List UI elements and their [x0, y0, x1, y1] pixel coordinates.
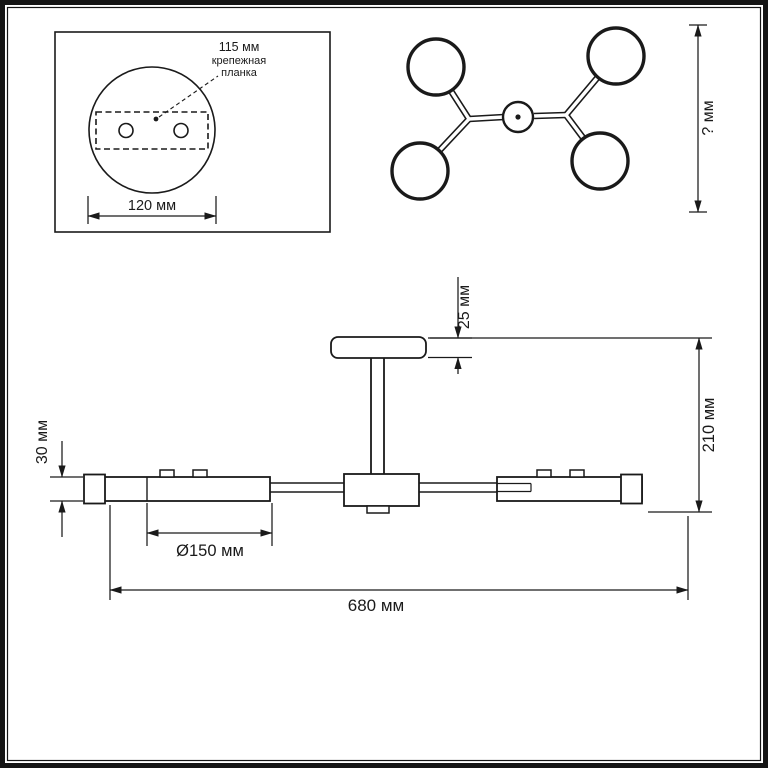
right-arm — [415, 482, 507, 493]
left-arm-fork-outline — [436, 89, 474, 154]
right-arm-inner-lines — [497, 482, 532, 493]
ceiling-canopy — [330, 336, 427, 359]
lamp-head-top-left — [406, 37, 466, 97]
right-head-tab-1 — [536, 469, 552, 478]
dim-30 — [50, 441, 83, 537]
right-head-bar — [496, 476, 643, 502]
side-view-dimensions — [50, 277, 712, 600]
central-hub-dot — [515, 114, 521, 120]
inner-frame-line — [6, 6, 762, 762]
leader-dot — [153, 116, 159, 122]
dim-unknown-label: ? мм — [700, 100, 717, 135]
dim-120-label: 120 мм — [128, 198, 176, 214]
left-arm — [261, 482, 348, 493]
dim-680-label: 680 мм — [348, 596, 404, 615]
plate-label-line1: крепежная — [212, 55, 267, 67]
plate-label-line2: планка — [221, 67, 258, 79]
leader-line — [158, 75, 219, 118]
stem — [370, 355, 385, 477]
top-view: ? мм — [390, 24, 717, 213]
lamp-head-bottom-left — [390, 141, 450, 201]
mounting-plate-dashed-outline — [95, 111, 209, 150]
left-head-tab-1 — [159, 469, 175, 478]
dim-210-label: 210 мм — [700, 398, 718, 453]
right-head-cap — [620, 473, 643, 505]
central-body — [343, 473, 420, 507]
canopy-base-circle — [88, 66, 216, 194]
dim-150 — [146, 503, 273, 546]
mounting-plate-detail — [54, 31, 331, 233]
left-arm-stub-core — [468, 115, 505, 121]
left-head-cap — [83, 473, 106, 505]
detail-box-border — [54, 31, 331, 233]
dim-25-label: 25 мм — [456, 285, 473, 329]
side-view-labels: 25 мм 210 мм 30 мм Ø150 мм 680 мм — [34, 285, 718, 615]
dim-680 — [109, 505, 689, 600]
mounting-hole-left — [118, 122, 134, 139]
dim-150-label: Ø150 мм — [176, 542, 244, 560]
lamp-head-top-right — [586, 26, 646, 86]
right-arm-stub-core — [533, 113, 567, 118]
mounting-hole-right — [173, 122, 189, 139]
right-head-tab-2 — [569, 469, 585, 478]
dim-115-label: 115 мм — [219, 40, 260, 54]
dim-unknown-height — [689, 24, 707, 213]
lamp-head-bottom-right — [570, 131, 630, 191]
side-view — [83, 336, 643, 514]
dim-120 — [87, 196, 217, 224]
arms-core — [437, 75, 600, 153]
detail-box-labels: 115 мм крепежная планка 120 мм — [128, 40, 266, 214]
left-head-tab-2 — [192, 469, 208, 478]
dim-30-label: 30 мм — [34, 420, 51, 464]
dim-210 — [430, 337, 712, 513]
central-body-tab — [366, 505, 390, 514]
left-head-bar — [84, 476, 271, 502]
